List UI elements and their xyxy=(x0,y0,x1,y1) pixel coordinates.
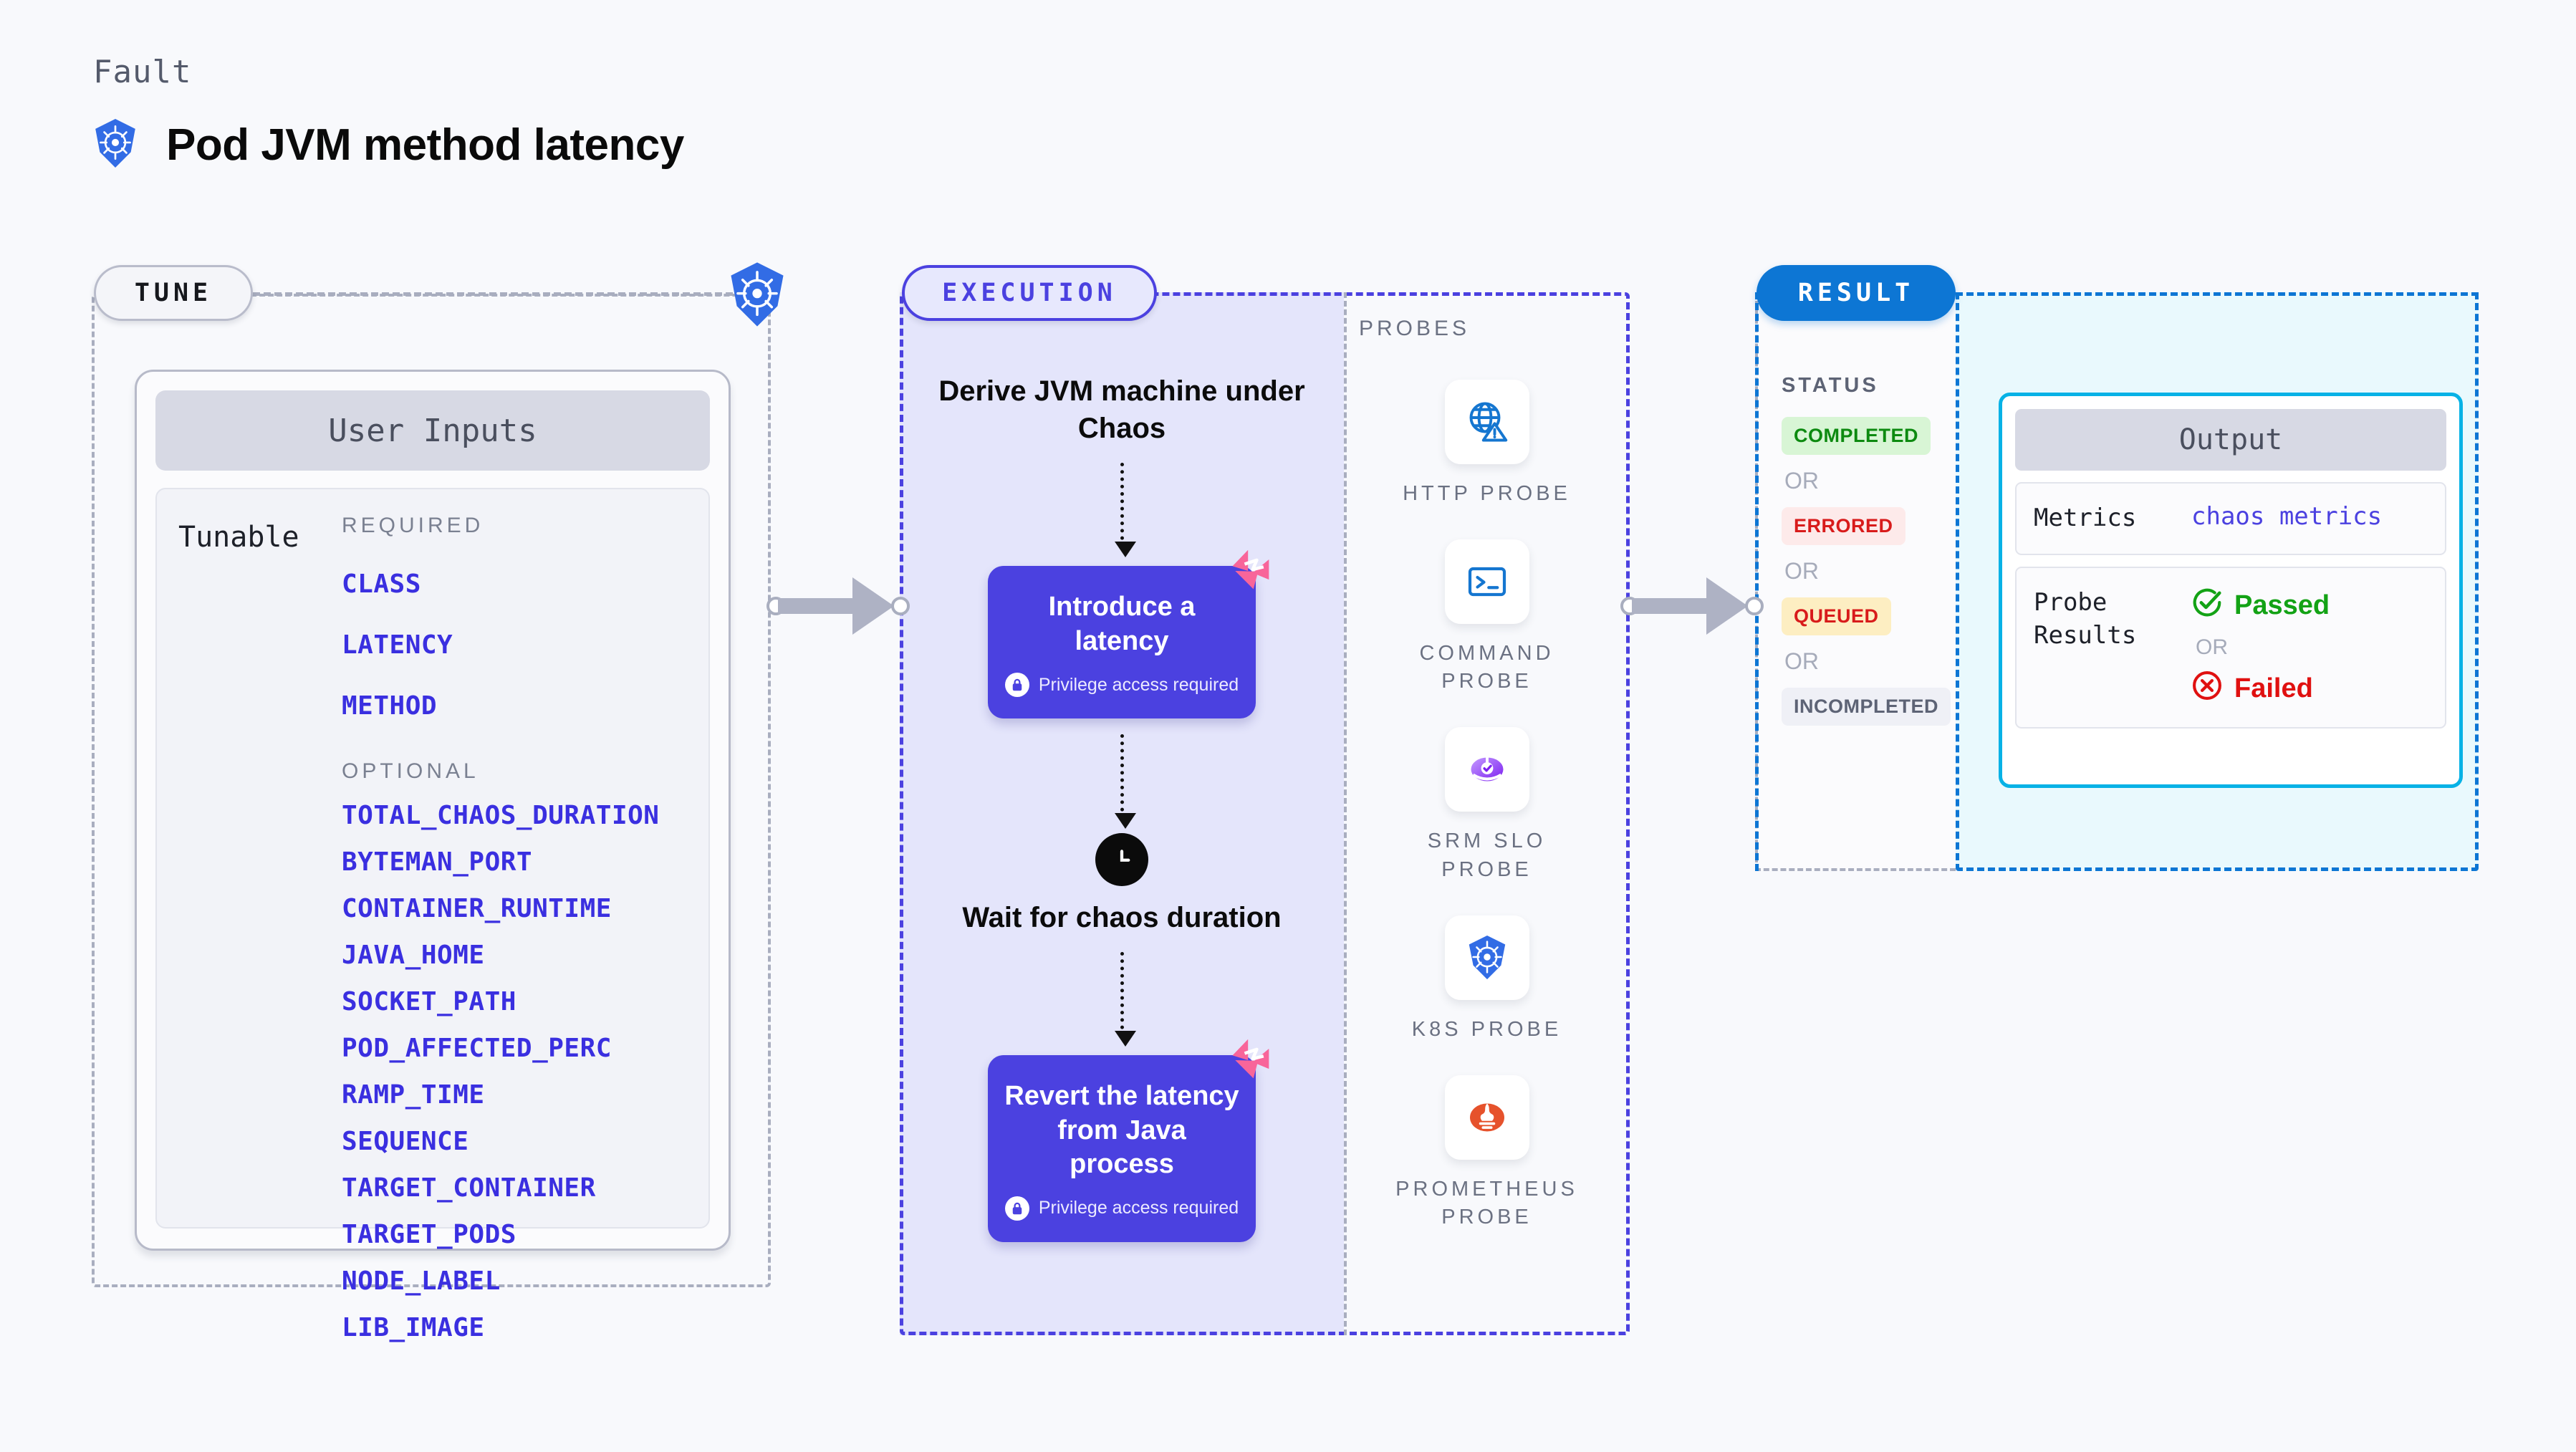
optional-param[interactable]: SEQUENCE xyxy=(342,1127,469,1156)
lock-icon xyxy=(1004,1196,1029,1221)
required-param-list: CLASS LATENCY METHOD xyxy=(342,569,708,721)
node-title: Introduce a latency xyxy=(1048,592,1196,656)
execution-node-revert-latency[interactable]: Revert the latency from Java process Pri… xyxy=(988,1039,1269,1242)
status-or-label: OR xyxy=(1784,468,1819,494)
optional-param[interactable]: NODE_LABEL xyxy=(342,1266,501,1296)
metrics-key: Metrics xyxy=(2034,504,2137,532)
flow-arrow-icon xyxy=(1114,952,1136,1047)
optional-param[interactable]: SOCKET_PATH xyxy=(342,987,516,1016)
probe-command[interactable]: COMMAND PROBE xyxy=(1394,539,1580,696)
user-inputs-card: User Inputs Tunable REQUIRED CLASS LATENC… xyxy=(135,370,731,1342)
required-param[interactable]: METHOD xyxy=(342,691,438,721)
globe-warning-icon xyxy=(1444,380,1529,464)
tunable-label: Tunable xyxy=(178,521,299,554)
optional-param[interactable]: LIB_IMAGE xyxy=(342,1313,485,1342)
result-connector-line xyxy=(1956,292,2479,296)
status-badge: COMPLETED xyxy=(1782,417,1931,455)
execution-probes-panel xyxy=(900,292,1630,1335)
probes-divider xyxy=(1344,292,1347,1335)
required-param[interactable]: LATENCY xyxy=(342,630,453,660)
connector-tune-to-execution xyxy=(766,573,910,639)
connector-execution-to-result xyxy=(1620,573,1764,639)
optional-param[interactable]: POD_AFFECTED_PERC xyxy=(342,1034,612,1063)
probe-results-key: Probe Results xyxy=(2034,587,2137,650)
user-inputs-body: Tunable REQUIRED CLASS LATENCY METHOD OPTI… xyxy=(155,488,710,1342)
optional-param[interactable]: BYTEMAN_PORT xyxy=(342,847,533,877)
required-param[interactable]: CLASS xyxy=(342,569,421,599)
verdict-failed-label: Failed xyxy=(2234,673,2313,704)
node-title: Revert the latency from Java process xyxy=(1004,1081,1239,1179)
verdict-or-label: OR xyxy=(2196,635,2228,659)
execution-flow: Derive JVM machine under Chaos Introduce… xyxy=(900,372,1344,1242)
kubernetes-icon xyxy=(92,118,139,172)
probe-srm-slo[interactable]: SRM SLO PROBE xyxy=(1394,727,1580,883)
node-subtitle-text: Privilege access required xyxy=(1038,1198,1239,1218)
step-wait-title: Wait for chaos duration xyxy=(962,902,1282,933)
node-subtitle-text: Privilege access required xyxy=(1038,674,1239,695)
verdict-passed-label: Passed xyxy=(2234,590,2330,621)
flow-arrow-icon xyxy=(1114,734,1136,829)
execution-node-introduce-latency[interactable]: Introduce a latency Privilege access req… xyxy=(988,549,1269,718)
clock-icon xyxy=(1095,833,1148,886)
optional-param-list: TOTAL_CHAOS_DURATION BYTEMAN_PORT CONTAINE… xyxy=(342,801,708,1342)
required-group-title: REQUIRED xyxy=(342,514,484,537)
lock-icon xyxy=(1004,673,1029,697)
optional-group-title: OPTIONAL xyxy=(342,759,479,783)
verdict-failed: Failed xyxy=(2191,670,2330,708)
probe-http[interactable]: HTTP PROBE xyxy=(1403,380,1571,508)
execution-badge[interactable]: EXECUTION xyxy=(902,265,1157,321)
result-left-edge xyxy=(1755,292,1759,871)
litmus-icon xyxy=(1227,547,1273,593)
page-header: Pod JVM method latency xyxy=(92,118,684,172)
probe-verdicts: Passed OR Failed xyxy=(2191,587,2330,708)
probe-label: PROMETHEUS PROBE xyxy=(1395,1177,1578,1229)
tune-connector-line xyxy=(253,292,754,296)
output-metrics-row: Metrics chaos metrics xyxy=(2015,482,2446,555)
probes-list: HTTP PROBE COMMAND PROBE xyxy=(1344,372,1630,1231)
probe-label: COMMAND PROBE xyxy=(1419,642,1554,693)
probe-label: HTTP PROBE xyxy=(1403,482,1571,505)
prometheus-icon xyxy=(1444,1074,1529,1160)
output-probe-results-row: Probe Results Passed OR xyxy=(2015,566,2446,729)
status-or-label: OR xyxy=(1784,648,1819,674)
optional-param[interactable]: TOTAL_CHAOS_DURATION xyxy=(342,801,660,830)
output-card: Output Metrics chaos metrics Probe Resul… xyxy=(1999,393,2463,788)
page-title: Pod JVM method latency xyxy=(166,120,684,170)
srm-slo-icon xyxy=(1444,727,1529,812)
fault-kicker: Fault xyxy=(93,54,192,90)
status-badge: INCOMPLETED xyxy=(1782,688,1951,726)
result-status-panel xyxy=(1755,292,1956,871)
tune-badge[interactable]: TUNE xyxy=(94,265,253,321)
probe-k8s[interactable]: K8S PROBE xyxy=(1412,915,1562,1044)
optional-param[interactable]: JAVA_HOME xyxy=(342,941,485,970)
kubernetes-icon xyxy=(1444,915,1529,1000)
status-chip-list: COMPLETED OR ERRORED OR QUEUED OR INCOMPLETED xyxy=(1782,417,1951,726)
result-badge[interactable]: RESULT xyxy=(1756,265,1956,321)
check-circle-icon xyxy=(2191,587,2223,625)
metrics-value[interactable]: chaos metrics xyxy=(2191,502,2383,531)
flow-arrow-icon xyxy=(1114,463,1136,557)
step-derive-title: Derive JVM machine under Chaos xyxy=(938,375,1305,444)
status-badge: QUEUED xyxy=(1782,597,1891,635)
probes-label: PROBES xyxy=(1359,317,1471,340)
optional-param[interactable]: RAMP_TIME xyxy=(342,1080,485,1110)
optional-param[interactable]: TARGET_CONTAINER xyxy=(342,1173,596,1203)
user-inputs-title: User Inputs xyxy=(155,390,710,471)
optional-param[interactable]: TARGET_PODS xyxy=(342,1220,516,1249)
status-or-label: OR xyxy=(1784,558,1819,584)
verdict-passed: Passed xyxy=(2191,587,2330,625)
output-title: Output xyxy=(2015,409,2446,471)
kubernetes-icon xyxy=(724,261,790,327)
probe-label: K8S PROBE xyxy=(1411,1017,1562,1041)
x-circle-icon xyxy=(2191,670,2223,708)
probe-prometheus[interactable]: PROMETHEUS PROBE xyxy=(1394,1074,1580,1231)
node-subtitle: Privilege access required xyxy=(1002,673,1241,697)
node-subtitle: Privilege access required xyxy=(1002,1196,1241,1221)
terminal-icon xyxy=(1444,539,1529,625)
status-badge: ERRORED xyxy=(1782,507,1905,545)
probe-label: SRM SLO PROBE xyxy=(1427,830,1547,881)
status-label: STATUS xyxy=(1782,374,1879,397)
optional-param[interactable]: CONTAINER_RUNTIME xyxy=(342,894,612,923)
litmus-icon xyxy=(1227,1037,1273,1082)
